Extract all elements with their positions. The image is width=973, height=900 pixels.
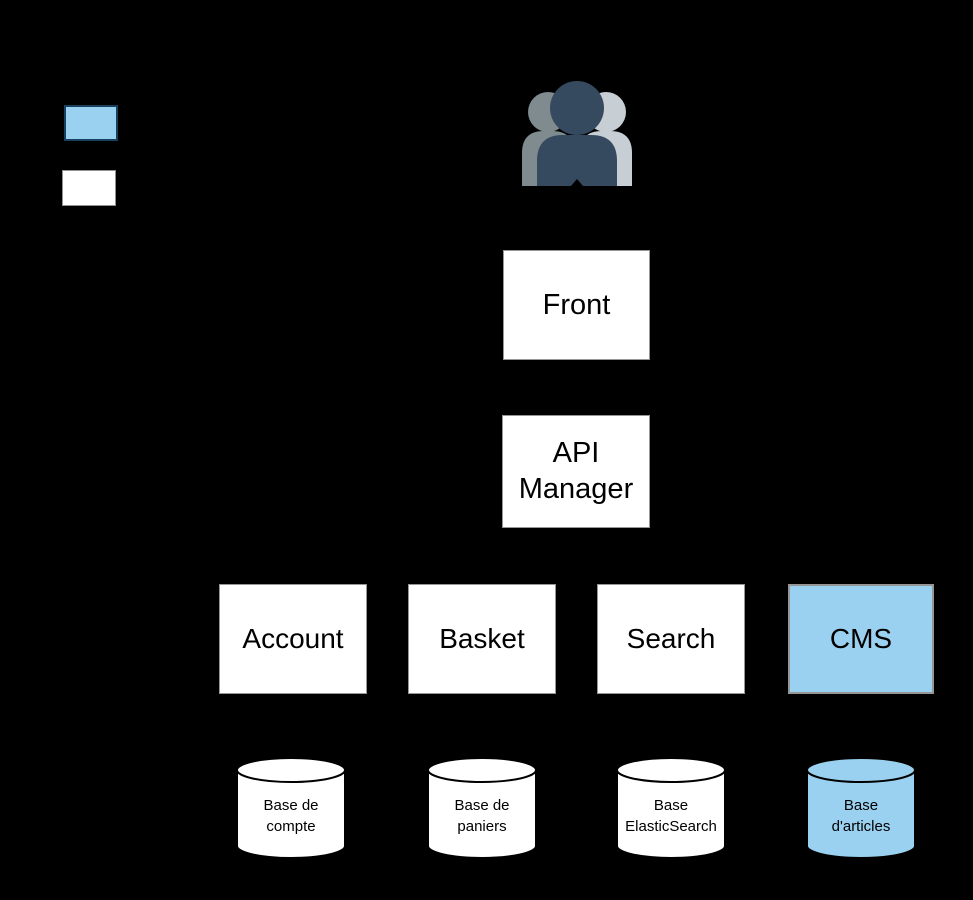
node-cms-label: CMS bbox=[829, 623, 893, 654]
node-account-label: Account bbox=[242, 623, 344, 654]
node-basket-label: Basket bbox=[439, 623, 525, 654]
database-node-articles: Base d'articles bbox=[806, 757, 916, 859]
database-articles-label: Base d'articles bbox=[831, 797, 891, 835]
node-api-manager: API Manager bbox=[502, 415, 650, 528]
node-search-label: Search bbox=[626, 623, 716, 654]
database-paniers-label: Base de paniers bbox=[454, 797, 510, 835]
database-cylinder-icon bbox=[616, 757, 726, 859]
node-front-label: Front bbox=[542, 288, 611, 321]
database-cylinder-icon bbox=[427, 757, 537, 859]
users-icon bbox=[522, 81, 632, 186]
node-account: Account bbox=[219, 584, 367, 694]
users-icon-front-body bbox=[537, 135, 617, 186]
database-compte-label: Base de compte bbox=[263, 797, 319, 835]
users-icon-front-head bbox=[550, 81, 604, 135]
node-front: Front bbox=[503, 250, 650, 360]
legend-swatch-blue bbox=[64, 105, 118, 141]
database-node-paniers: Base de paniers bbox=[427, 757, 537, 859]
database-cylinder-icon bbox=[806, 757, 916, 859]
node-cms: CMS bbox=[788, 584, 934, 694]
node-api-manager-label: API Manager bbox=[518, 437, 634, 505]
legend-swatch-white bbox=[62, 170, 116, 206]
users-icon-front-notch bbox=[571, 179, 583, 186]
node-search: Search bbox=[597, 584, 745, 694]
database-cylinder-icon bbox=[236, 757, 346, 859]
node-basket: Basket bbox=[408, 584, 556, 694]
database-elasticsearch-label: Base ElasticSearch bbox=[625, 797, 717, 835]
database-node-elasticsearch: Base ElasticSearch bbox=[616, 757, 726, 859]
database-node-compte: Base de compte bbox=[236, 757, 346, 859]
